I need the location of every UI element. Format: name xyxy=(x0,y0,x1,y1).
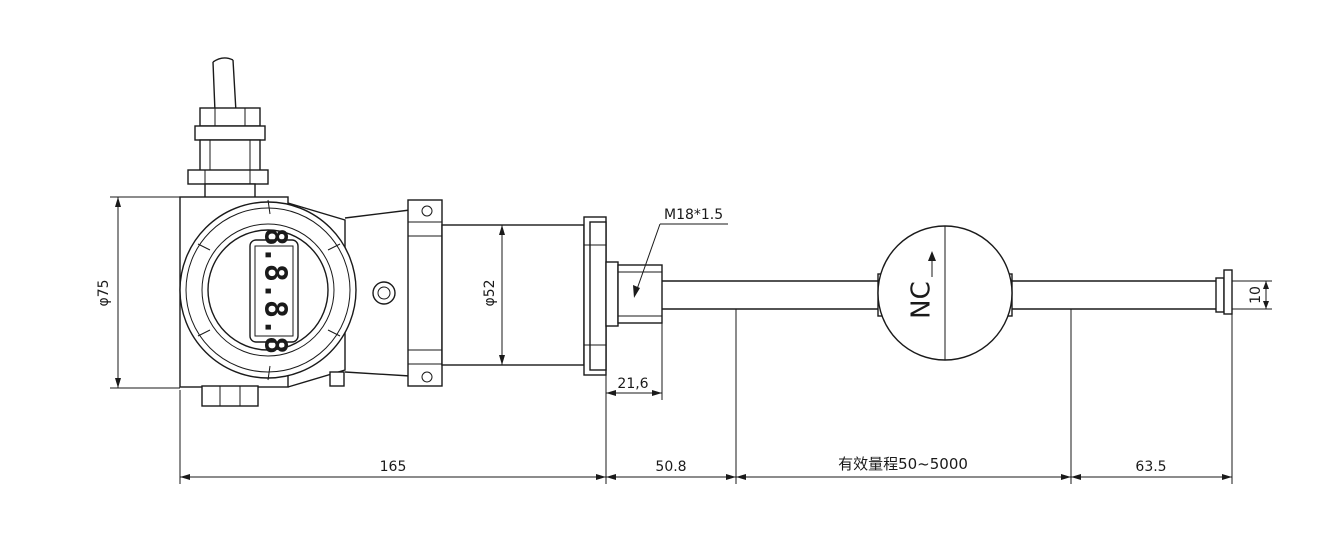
dim-housing-diameter-label: φ75 xyxy=(96,279,112,306)
dim-dead-zone-bottom-label: 63.5 xyxy=(1135,459,1166,475)
dim-tube-diameter-label: φ52 xyxy=(482,279,498,306)
rod-end-cap xyxy=(1223,269,1233,315)
clamp-body xyxy=(407,199,443,387)
gland-cap xyxy=(199,107,261,127)
float-ball: NC xyxy=(877,225,1013,361)
mounting-nut xyxy=(583,216,619,376)
dim-tube-diameter: φ52 xyxy=(482,225,505,365)
gland-base-nut xyxy=(187,169,269,185)
dim-housing-length-label: 165 xyxy=(380,459,407,475)
dim-rod-diameter-label: 10 xyxy=(1248,286,1264,304)
dim-dead-zone-top-label: 50.8 xyxy=(655,459,686,475)
ground-screw xyxy=(372,281,396,305)
housing-plug xyxy=(201,385,259,407)
cable xyxy=(212,57,237,113)
dim-fitting-length-label: 21,6 xyxy=(617,376,648,392)
gland-thread xyxy=(204,183,256,199)
bottom-dimension-chain: 165 50.8 有效量程50~5000 63.5 xyxy=(179,309,1233,484)
dim-housing-diameter: φ75 xyxy=(96,196,180,389)
thread-callout: M18*1.5 xyxy=(633,207,728,298)
thread-spec-label: M18*1.5 xyxy=(664,207,723,223)
dim-effective-range-label: 有效量程50~5000 xyxy=(838,455,968,473)
thread-fitting xyxy=(617,264,663,324)
dim-rod-diameter: 10 xyxy=(1232,280,1272,310)
flange-clamp xyxy=(407,199,443,387)
lcd-display xyxy=(249,239,299,343)
dim-fitting-length: 21,6 xyxy=(606,323,663,400)
transmitter-housing: 8.8.8.8 xyxy=(179,196,411,407)
gland-hex-nut xyxy=(194,125,266,141)
rod-end-stop xyxy=(1215,277,1225,313)
float-mark-nc: NC xyxy=(907,281,937,319)
cable-gland xyxy=(187,57,269,199)
sensor-tube xyxy=(441,224,585,366)
lcd-digits: 8.8.8.8 xyxy=(258,228,293,354)
